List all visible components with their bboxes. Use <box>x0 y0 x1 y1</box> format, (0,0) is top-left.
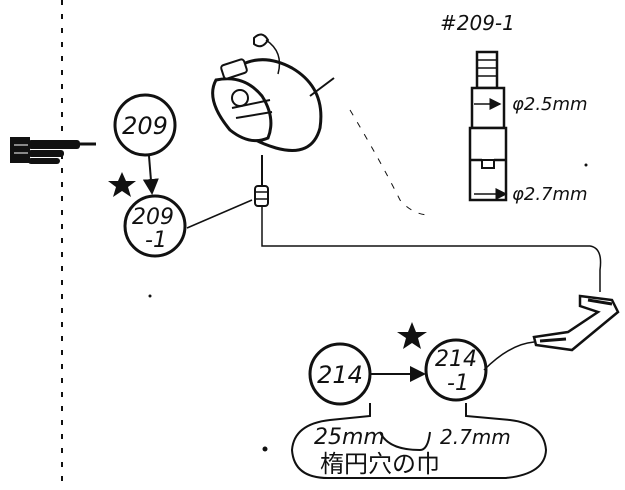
pointing-hand-icon <box>10 137 96 164</box>
node-214-1-label-line2: -1 <box>447 371 469 396</box>
star-icon <box>108 172 136 197</box>
stray-dot <box>148 294 152 298</box>
leader-209-1 <box>186 199 253 229</box>
callout-right-value: 2.7mm <box>440 425 511 449</box>
arrow-209-to-209-1 <box>142 155 159 195</box>
dim-phi-2-5: φ2.5mm <box>512 94 588 115</box>
part-209-1-label: #209-1 <box>440 11 515 35</box>
connector-drawing <box>468 50 508 202</box>
routed-wire <box>261 206 602 292</box>
callout-caption: 楕円穴の巾 <box>320 450 440 478</box>
stray-dot <box>262 446 268 452</box>
node-209-1-label-line1: 209 <box>132 205 174 230</box>
dim-phi-2-7: φ2.7mm <box>512 184 588 205</box>
node-209-circle <box>113 93 177 157</box>
bracket-handle <box>483 294 620 371</box>
node-209-1-label-line2: -1 <box>145 228 167 253</box>
node-214-1-circle <box>424 338 488 402</box>
stray-dot <box>584 163 588 167</box>
callout-left-value: 25mm <box>314 425 385 450</box>
node-214-1-label-line1: 214 <box>435 347 477 372</box>
star-icon <box>397 322 427 349</box>
node-209-1-circle <box>123 194 187 258</box>
small-fitting-part <box>254 155 269 207</box>
node-209-label: 209 <box>122 112 168 140</box>
callout-bracket <box>290 403 548 479</box>
node-214-label: 214 <box>317 361 363 389</box>
motor-sketch <box>211 33 429 216</box>
node-214-circle <box>308 342 372 406</box>
